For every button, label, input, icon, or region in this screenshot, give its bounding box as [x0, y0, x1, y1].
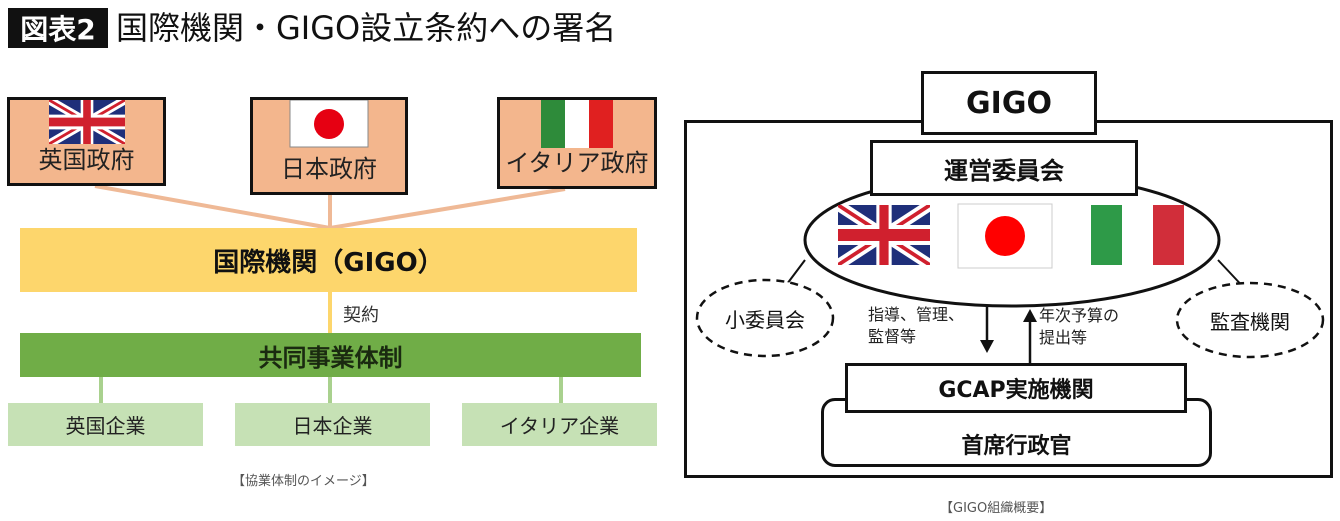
- chief-executive-label: 首席行政官: [961, 433, 1072, 459]
- figure-badge: 図表2: [8, 8, 108, 48]
- gigo-box: GIGO: [921, 71, 1097, 135]
- italy-flag-icon: [1091, 205, 1184, 265]
- connector-uk: [94, 184, 331, 230]
- gov-box-italy: イタリア政府: [497, 97, 657, 189]
- arrow-up-icon: [1023, 309, 1037, 365]
- left-caption: 【協業体制のイメージ】: [232, 474, 375, 489]
- subcommittee-label: 小委員会: [725, 307, 805, 332]
- gov-label: 英国政府: [38, 146, 135, 174]
- subcommittee-ellipse: [695, 278, 835, 358]
- arrow-down-icon: [980, 306, 994, 353]
- company-box-japan: 日本企業: [235, 403, 430, 446]
- connector-italy: [329, 187, 566, 230]
- gcap-agency-box: GCAP実施機関: [845, 363, 1187, 413]
- note-line: 指導、管理、: [868, 305, 965, 324]
- gov-box-japan: 日本政府: [250, 97, 408, 195]
- note-line: 監督等: [868, 327, 917, 346]
- italy-flag-icon: [541, 100, 613, 148]
- uk-flag-icon: [838, 205, 930, 265]
- company-box-italy: イタリア企業: [462, 403, 657, 446]
- japan-flag-icon: [957, 203, 1053, 269]
- international-org-bar: 国際機関（GIGO）: [20, 228, 637, 292]
- right-caption: 【GIGO組織概要】: [940, 501, 1053, 516]
- contract-label: 契約: [343, 305, 379, 326]
- uk-flag-icon: [48, 100, 125, 144]
- note-line: 年次予算の: [1039, 306, 1120, 325]
- company-box-uk: 英国企業: [8, 403, 203, 446]
- right-graphics: [695, 172, 1325, 365]
- gov-label: 日本政府: [281, 155, 377, 183]
- audit-ellipse: [1175, 281, 1325, 359]
- budget-note: 年次予算の 提出等: [1039, 305, 1119, 349]
- figure-title: 国際機関・GIGO設立条約への署名: [116, 9, 617, 47]
- gov-label: イタリア政府: [505, 149, 649, 177]
- note-line: 提出等: [1039, 328, 1088, 347]
- guidance-note: 指導、管理、 監督等: [868, 304, 964, 348]
- audit-label: 監査機関: [1210, 309, 1290, 334]
- japan-flag-icon: [289, 100, 369, 148]
- gov-box-uk: 英国政府: [7, 97, 166, 186]
- joint-venture-bar: 共同事業体制: [20, 333, 641, 377]
- steering-committee-box: 運営委員会: [870, 140, 1138, 196]
- left-connectors: [94, 184, 566, 403]
